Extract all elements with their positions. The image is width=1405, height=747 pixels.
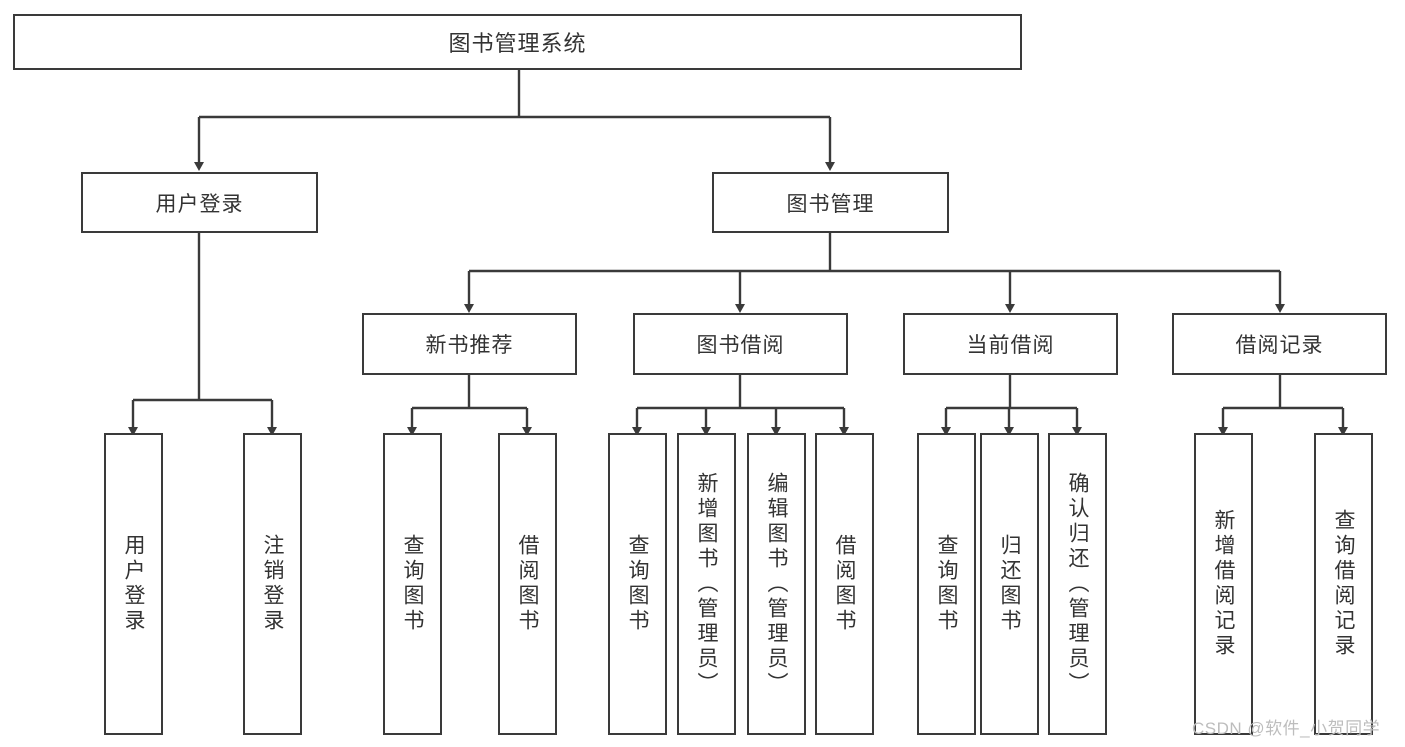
leaf-logout-label: 注销登录 [261, 534, 284, 634]
node-book-manage[interactable]: 图书管理 [712, 172, 949, 233]
node-root-label: 图书管理系统 [448, 31, 587, 56]
leaf-add-book[interactable]: 新增图书（管理员） [677, 433, 736, 735]
leaf-query-book-2[interactable]: 查询图书 [608, 433, 667, 735]
leaf-add-record-label: 新增借阅记录 [1212, 509, 1235, 659]
node-new-book-rec-label: 新书推荐 [425, 334, 514, 357]
node-user-login[interactable]: 用户登录 [81, 172, 318, 233]
leaf-query-book-2-label: 查询图书 [626, 534, 649, 634]
leaf-borrow-book-1-label: 借阅图书 [516, 534, 539, 634]
node-book-manage-label: 图书管理 [786, 192, 875, 216]
leaf-borrow-book-2[interactable]: 借阅图书 [815, 433, 874, 735]
leaf-return-book[interactable]: 归还图书 [980, 433, 1039, 735]
leaf-user-login-label: 用户登录 [122, 534, 145, 634]
leaf-query-book-3-label: 查询图书 [935, 534, 958, 634]
node-new-book-rec[interactable]: 新书推荐 [362, 313, 577, 375]
node-book-borrow-label: 图书借阅 [696, 334, 785, 357]
leaf-query-book-1[interactable]: 查询图书 [383, 433, 442, 735]
leaf-query-book-3[interactable]: 查询图书 [917, 433, 976, 735]
leaf-user-login[interactable]: 用户登录 [104, 433, 163, 735]
leaf-confirm-return-label: 确认归还（管理员） [1066, 471, 1089, 697]
leaf-add-record[interactable]: 新增借阅记录 [1194, 433, 1253, 735]
node-user-login-label: 用户登录 [155, 192, 244, 216]
leaf-logout[interactable]: 注销登录 [243, 433, 302, 735]
leaf-add-book-label: 新增图书（管理员） [695, 471, 718, 697]
leaf-query-record-label: 查询借阅记录 [1332, 509, 1355, 659]
node-current-borrow[interactable]: 当前借阅 [903, 313, 1118, 375]
leaf-edit-book[interactable]: 编辑图书（管理员） [747, 433, 806, 735]
leaf-borrow-book-1[interactable]: 借阅图书 [498, 433, 557, 735]
node-root[interactable]: 图书管理系统 [13, 14, 1022, 70]
leaf-borrow-book-2-label: 借阅图书 [833, 534, 856, 634]
leaf-edit-book-label: 编辑图书（管理员） [765, 471, 788, 697]
node-borrow-record-label: 借阅记录 [1235, 334, 1324, 357]
node-book-borrow[interactable]: 图书借阅 [633, 313, 848, 375]
node-current-borrow-label: 当前借阅 [966, 334, 1055, 357]
csdn-watermark: CSDN @软件_小贺同学 [1192, 719, 1381, 738]
leaf-return-book-label: 归还图书 [998, 534, 1021, 634]
node-borrow-record[interactable]: 借阅记录 [1172, 313, 1387, 375]
leaf-query-record[interactable]: 查询借阅记录 [1314, 433, 1373, 735]
leaf-query-book-1-label: 查询图书 [401, 534, 424, 634]
leaf-confirm-return[interactable]: 确认归还（管理员） [1048, 433, 1107, 735]
